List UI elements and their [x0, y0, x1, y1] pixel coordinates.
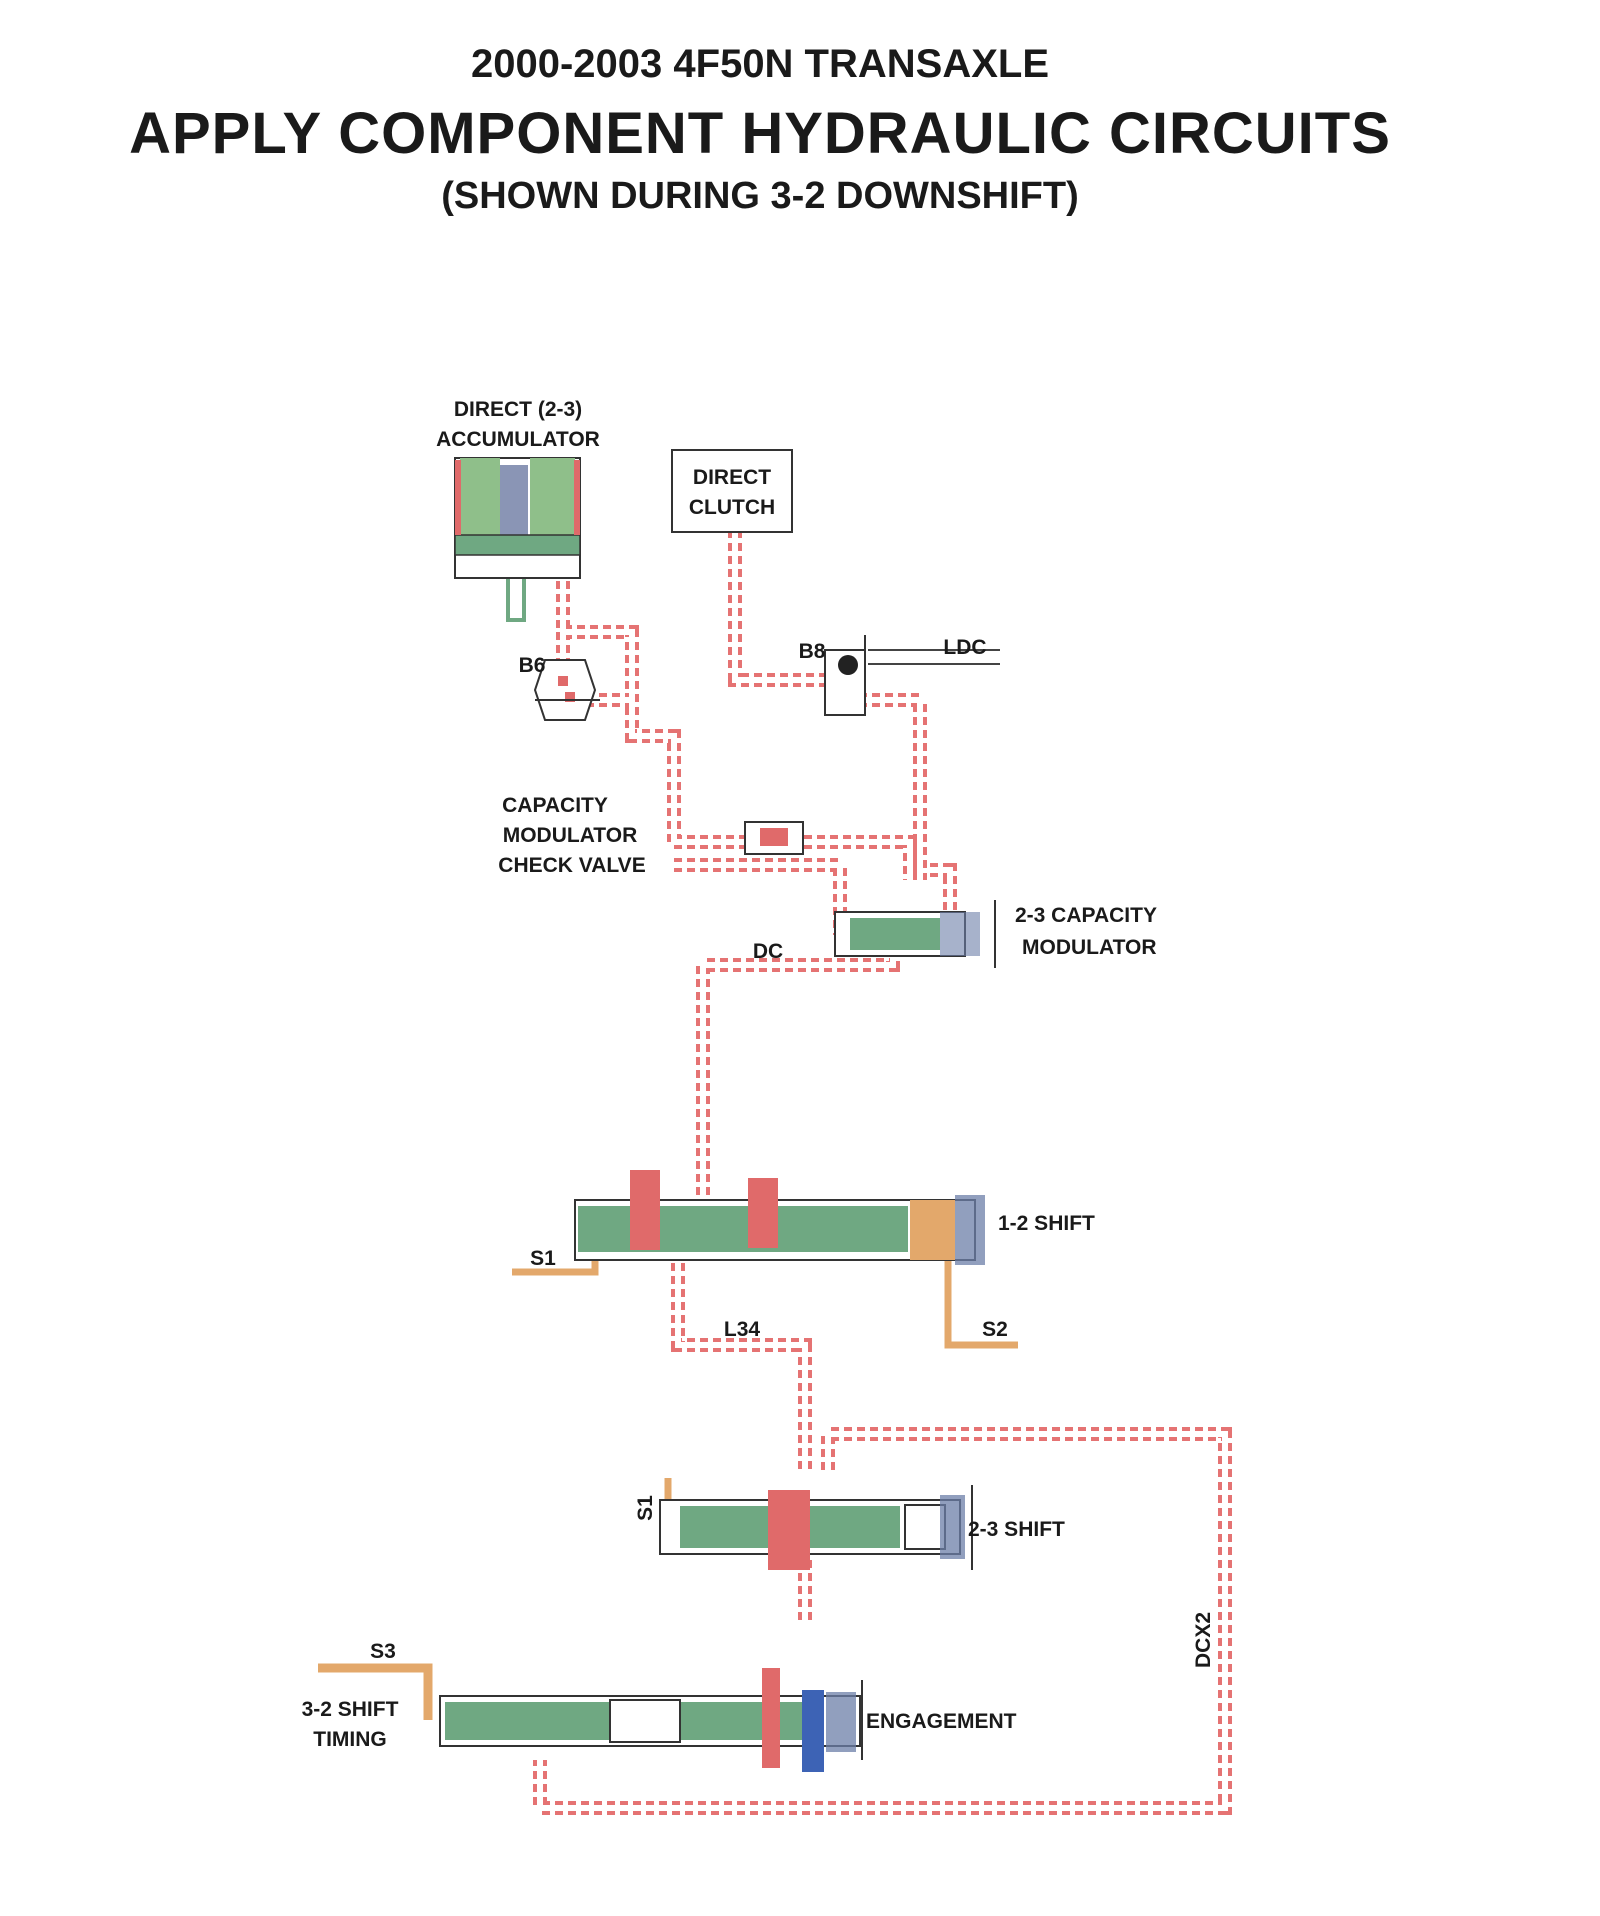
label-s2: S2 — [982, 1318, 1008, 1341]
label-engagement: ENGAGEMENT — [866, 1710, 1017, 1733]
label-check-valve-2: MODULATOR — [503, 824, 638, 847]
shift-valve-12 — [574, 1170, 985, 1265]
label-s1-top: S1 — [530, 1247, 556, 1270]
direct-clutch-box — [671, 449, 793, 533]
passage-check-lower — [674, 858, 847, 935]
label-shift-23: 2-3 SHIFT — [968, 1518, 1065, 1541]
circuit-labels: B6 B8 LDC DC S1 S2 L34 S1 S3 DCX2 — [370, 636, 1215, 1668]
line-accumulator-green — [506, 560, 526, 622]
label-ldc: LDC — [943, 636, 986, 659]
passage-dc — [696, 935, 900, 1230]
label-shift-timing-2: TIMING — [313, 1728, 387, 1751]
circuit-passages — [533, 530, 1232, 1815]
label-dcx2: DCX2 — [1192, 1612, 1215, 1668]
diagram-subtitle-top: 2000-2003 4F50N TRANSAXLE — [470, 42, 1050, 86]
label-capacity-modulator-2: MODULATOR — [1022, 936, 1157, 959]
capacity-modulator-check-valve — [744, 821, 804, 855]
b6-check-ball — [533, 659, 600, 721]
diagram-subtitle-bottom: (SHOWN DURING 3-2 DOWNSHIFT) — [441, 175, 1079, 217]
label-capacity-modulator-1: 2-3 CAPACITY — [1015, 904, 1157, 927]
label-shift-timing-1: 3-2 SHIFT — [302, 1698, 399, 1721]
label-dc: DC — [753, 940, 783, 963]
label-l34: L34 — [724, 1318, 761, 1341]
label-accumulator-2: ACCUMULATOR — [436, 428, 600, 451]
label-accumulator-1: DIRECT (2-3) — [454, 398, 582, 421]
label-direct-clutch-1: DIRECT — [693, 466, 771, 489]
label-b6: B6 — [519, 654, 546, 677]
capacity-modulator-valve — [834, 900, 996, 968]
passage-dcx2 — [533, 1427, 1232, 1815]
label-check-valve-1: CAPACITY — [502, 794, 608, 817]
direct-accumulator — [454, 457, 581, 579]
line-s2 — [944, 1250, 1018, 1349]
label-check-valve-3: CHECK VALVE — [498, 854, 645, 877]
line-s3 — [318, 1663, 433, 1720]
label-b8: B8 — [799, 640, 826, 663]
label-direct-clutch-2: CLUTCH — [689, 496, 775, 519]
shift-valve-23 — [659, 1485, 973, 1570]
label-s3: S3 — [370, 1640, 396, 1663]
label-s1-lower: S1 — [634, 1495, 657, 1521]
diagram-title: APPLY COMPONENT HYDRAULIC CIRCUITS — [129, 101, 1391, 166]
component-labels: DIRECT (2-3) ACCUMULATOR DIRECT CLUTCH C… — [302, 398, 1157, 1751]
b8-check-ball — [824, 635, 866, 716]
shift-timing-engagement-valve — [439, 1668, 863, 1772]
label-shift-12: 1-2 SHIFT — [998, 1212, 1095, 1235]
passage-12-l34 — [671, 1250, 812, 1470]
